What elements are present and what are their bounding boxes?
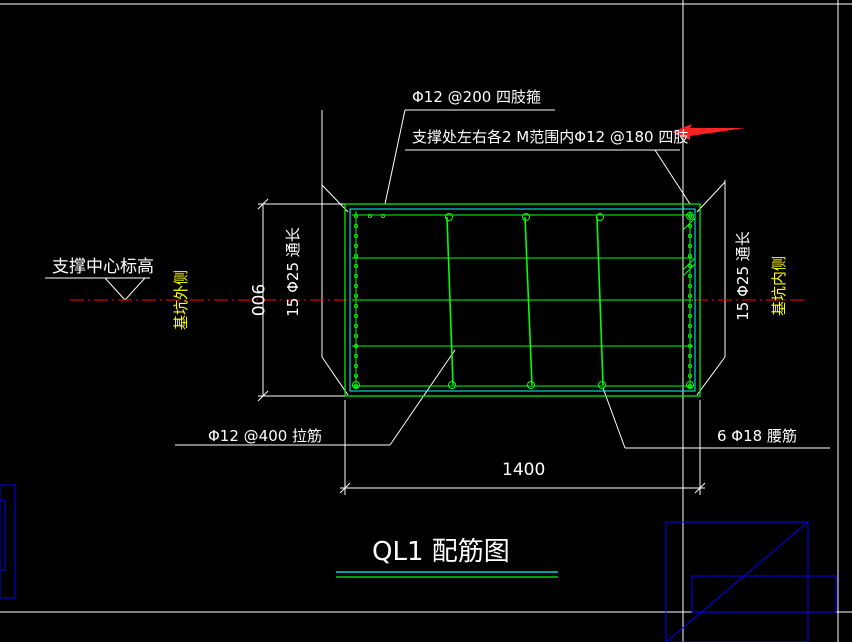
stirrup-hatch [682,217,696,277]
rebar-dot [687,283,693,289]
label-dimension-height: 900 [247,284,267,316]
rebar-dot [353,373,359,379]
rebar-dot [353,303,359,309]
rebar-dot [353,253,359,259]
beam-section [344,203,701,397]
rebar-dot [353,383,359,389]
label-right-bars: 15 Φ25 通长 [734,231,752,321]
rebar-dot [367,213,373,219]
rebar-dot [353,243,359,249]
title-block-fragments [0,484,837,642]
stirrup-hooks [352,212,694,389]
label-waist-bar: 6 Φ18 腰筋 [717,427,797,445]
label-tie-bar: Φ12 @400 拉筋 [208,427,322,445]
rebar-dot [687,223,693,229]
rebar-dot [353,233,359,239]
rebar-dot [687,323,693,329]
title-underline [336,571,558,578]
rebar-dot [353,343,359,349]
rebar-dot [687,313,693,319]
dimension-lines [45,109,830,495]
rebar-dot [687,233,693,239]
rebar-dot [353,313,359,319]
label-support-center: 支撑中心标高 [52,257,154,277]
rebar-dot [353,293,359,299]
rebar-dot [687,353,693,359]
beam-outline [344,203,701,397]
rebar-dot [380,213,386,219]
rebar-dot [687,213,693,219]
concrete-cover-line [349,208,696,392]
stirrup-legs [446,216,604,386]
rebar-dot [353,223,359,229]
rebar-dot [353,273,359,279]
rebar-dot [687,383,693,389]
drawing-title: QL1 配筋图 [372,537,510,567]
label-left-bars: 15 Φ25 通长 [284,227,302,317]
rebar-dot [353,263,359,269]
label-dimension-width: 1400 [502,460,545,480]
longitudinal-rebar-dots [353,213,693,389]
rebar-dot [687,243,693,249]
main-rebar-lines [352,211,693,389]
red-pointer-arrow [672,124,745,140]
label-stirrup-support: 支撑处左右各2 M范围内Φ12 @180 四肢 [412,128,688,146]
rebar-dot [353,353,359,359]
rebar-dot [353,283,359,289]
rebar-dot [687,333,693,339]
rebar-dot [353,363,359,369]
rebar-dot [353,333,359,339]
label-pit-inner: 基坑内侧 [770,256,788,316]
label-pit-outer: 基坑外侧 [172,270,190,330]
rebar-dot [353,323,359,329]
label-stirrup-top: Φ12 @200 四肢箍 [412,88,541,106]
rebar-dot [353,213,359,219]
rebar-dot [687,253,693,259]
rebar-dot [687,303,693,309]
rebar-dot [687,373,693,379]
rebar-dot [687,293,693,299]
rebar-dot [687,263,693,269]
rebar-dot [687,273,693,279]
rebar-dot [687,343,693,349]
rebar-dot [687,363,693,369]
